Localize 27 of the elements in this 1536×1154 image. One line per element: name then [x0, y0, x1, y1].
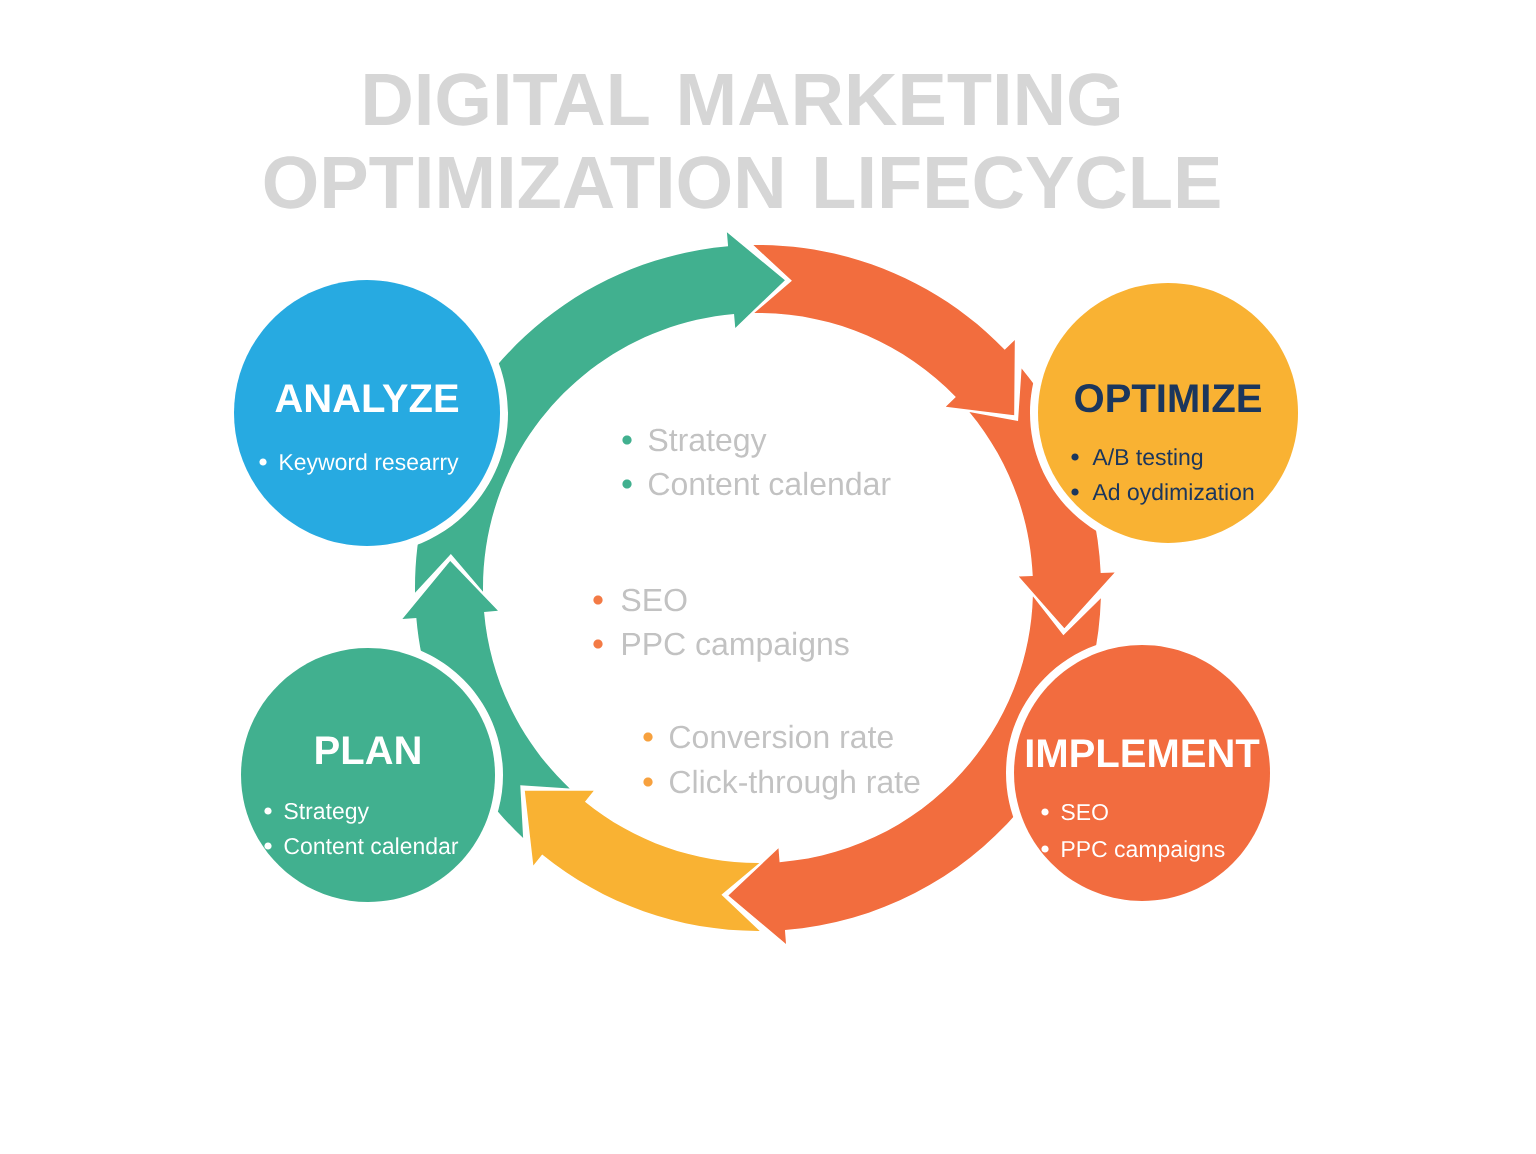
list-item: SEO	[621, 588, 687, 612]
stage-heading: OPTIMIZE	[1075, 384, 1261, 413]
stage-heading: IMPLEMENT	[1026, 739, 1260, 767]
cycle-arrow	[728, 596, 1101, 944]
list-item: PPC campaigns	[1062, 840, 1225, 862]
cycle-arrow	[753, 245, 1015, 416]
list-item: Keyword researry	[280, 453, 459, 475]
stage-heading: PLAN	[316, 736, 420, 764]
cycle-arrow	[524, 790, 760, 931]
list-item: Content calendar	[284, 837, 459, 855]
stage-circle	[1038, 283, 1298, 543]
list-item: Conversion rate	[670, 724, 893, 749]
list-item: PPC campaigns	[623, 631, 849, 662]
list-item: A/B testing	[1092, 448, 1203, 470]
list-item: Ad oydimization	[1092, 483, 1254, 505]
list-item: Strategy	[648, 428, 767, 458]
list-item: Content calendar	[649, 471, 891, 496]
stage-circle	[1014, 645, 1270, 901]
stage-heading: ANALYZE	[275, 384, 459, 412]
cycle-arrow	[402, 561, 570, 838]
list-item: SEO	[1061, 803, 1108, 821]
cycle-arrow	[969, 368, 1115, 629]
cycle-arrow	[415, 232, 785, 593]
stage-circle	[234, 280, 500, 546]
list-item: Click-through rate	[670, 769, 920, 800]
stage-circle	[241, 648, 495, 902]
list-item: Strategy	[284, 802, 369, 824]
